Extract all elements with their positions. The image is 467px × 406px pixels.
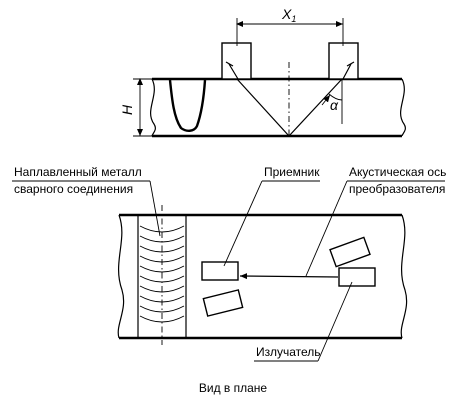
beam-up (288, 78, 343, 137)
emitter-label: Излучатель (256, 345, 321, 359)
plan-view (117, 205, 408, 345)
alpha-arc (328, 93, 343, 101)
receiver-leader (223, 180, 263, 267)
left-transducer (221, 42, 252, 80)
h-label: H (119, 104, 135, 115)
plan-right-break (400, 214, 408, 339)
weld-groove (168, 79, 207, 132)
beam-down (236, 78, 290, 137)
receiver-label: Приемник (264, 165, 320, 179)
alpha-label: α (330, 97, 339, 113)
right-element (342, 61, 355, 80)
caption: Вид в плане (199, 381, 268, 395)
weld-bead (137, 205, 187, 345)
alpha-arrow (321, 94, 331, 106)
right-break-line (399, 78, 406, 137)
axis-label-line2: преобразователя (349, 182, 445, 196)
weld-label-line2: сварного соединения (14, 182, 133, 196)
receiver-transducer-tilted (202, 289, 244, 317)
right-transducer (328, 42, 359, 80)
axis-label-line1: Акустическая ось (349, 165, 446, 179)
axis-leader (305, 180, 348, 277)
left-break-line (149, 78, 156, 137)
left-element (225, 61, 239, 80)
side-view: α X1 H (119, 6, 406, 138)
emitter-transducer-tilted (329, 236, 371, 268)
weld-label-line1: Наплавленный металл (14, 165, 142, 179)
receiver-transducer (201, 261, 239, 281)
x1-label: X1 (281, 6, 296, 24)
plan-left-break (117, 214, 125, 339)
labels: Наплавленный металл сварного соединения … (12, 165, 446, 395)
emitter-transducer (338, 267, 376, 287)
weld-leader (149, 180, 161, 237)
emitter-leader (317, 281, 353, 362)
acoustic-axis-arrow (239, 273, 339, 280)
